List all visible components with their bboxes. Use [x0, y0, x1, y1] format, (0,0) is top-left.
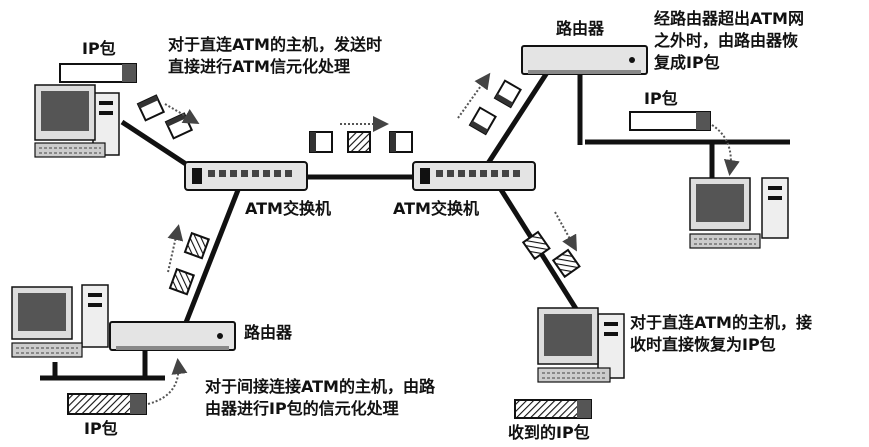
atm-switch-label-right: ATM交换机	[393, 199, 479, 218]
link-right-switch-to-top-router	[482, 66, 553, 170]
atm-switch-right	[412, 161, 536, 191]
ip-packet-top-left	[59, 63, 137, 83]
desc-direct-receive: 对于直连ATM的主机，接 收时直接恢复为IP包	[630, 312, 812, 356]
desc-router-restore: 经路由器超出ATM网 之外时，由路由器恢 复成IP包	[654, 8, 804, 74]
link-left-switch-to-bottom-router	[182, 189, 241, 326]
router-top	[521, 45, 648, 75]
ip-packet-label-top-left: IP包	[82, 39, 116, 58]
flow-arrow	[164, 103, 200, 125]
flow-arrow	[554, 211, 577, 252]
cells-from-bottom-router	[167, 224, 211, 296]
cells-top-left	[136, 94, 200, 140]
received-ip-packet	[514, 399, 592, 419]
pc-top-left	[34, 84, 120, 158]
flow-arrow	[457, 72, 491, 119]
desc-direct-send-line-1: 对于直连ATM的主机，发送时	[168, 35, 382, 54]
desc-indirect-line-1: 对于间接连接ATM的主机，由路	[205, 377, 435, 396]
desc-router-restore-line-3: 复成IP包	[654, 53, 720, 72]
ip-packet-label-bottom-left: IP包	[84, 419, 118, 438]
desc-indirect: 对于间接连接ATM的主机，由路 由器进行IP包的信元化处理	[205, 376, 435, 420]
desc-router-restore-line-1: 经路由器超出ATM网	[654, 9, 804, 28]
cells-to-bottom-right-pc	[521, 211, 581, 279]
desc-direct-receive-line-1: 对于直连ATM的主机，接	[630, 313, 812, 332]
pc-top-right	[689, 177, 789, 249]
link-pc-to-left-switch	[120, 119, 197, 173]
desc-direct-send-line-2: 直接进行ATM信元化处理	[168, 57, 350, 76]
pc-bottom-left	[11, 284, 109, 358]
desc-direct-send: 对于直连ATM的主机，发送时 直接进行ATM信元化处理	[168, 34, 382, 78]
atm-switch-label-left: ATM交换机	[245, 199, 331, 218]
pc-bottom-right	[537, 307, 625, 383]
received-ip-packet-label: 收到的IP包	[508, 423, 590, 442]
atm-switch-left	[184, 161, 308, 191]
ip-packet-bottom-left	[67, 393, 147, 415]
cells-between-switches	[309, 116, 413, 153]
cells-to-top-router	[457, 72, 522, 136]
desc-router-restore-line-2: 之外时，由路由器恢	[654, 31, 799, 50]
ip-packet-top-right	[629, 111, 711, 131]
router-bottom	[109, 321, 236, 351]
ip-packet-label-top-right: IP包	[644, 89, 678, 108]
flow-arrow	[147, 358, 188, 405]
desc-indirect-line-2: 由器进行IP包的信元化处理	[205, 399, 399, 418]
desc-direct-receive-line-2: 收时直接恢复为IP包	[630, 335, 776, 354]
flow-arrow	[711, 124, 740, 176]
router-label-bottom: 路由器	[244, 323, 293, 342]
flow-arrow	[167, 224, 184, 273]
router-label-top: 路由器	[556, 19, 605, 38]
